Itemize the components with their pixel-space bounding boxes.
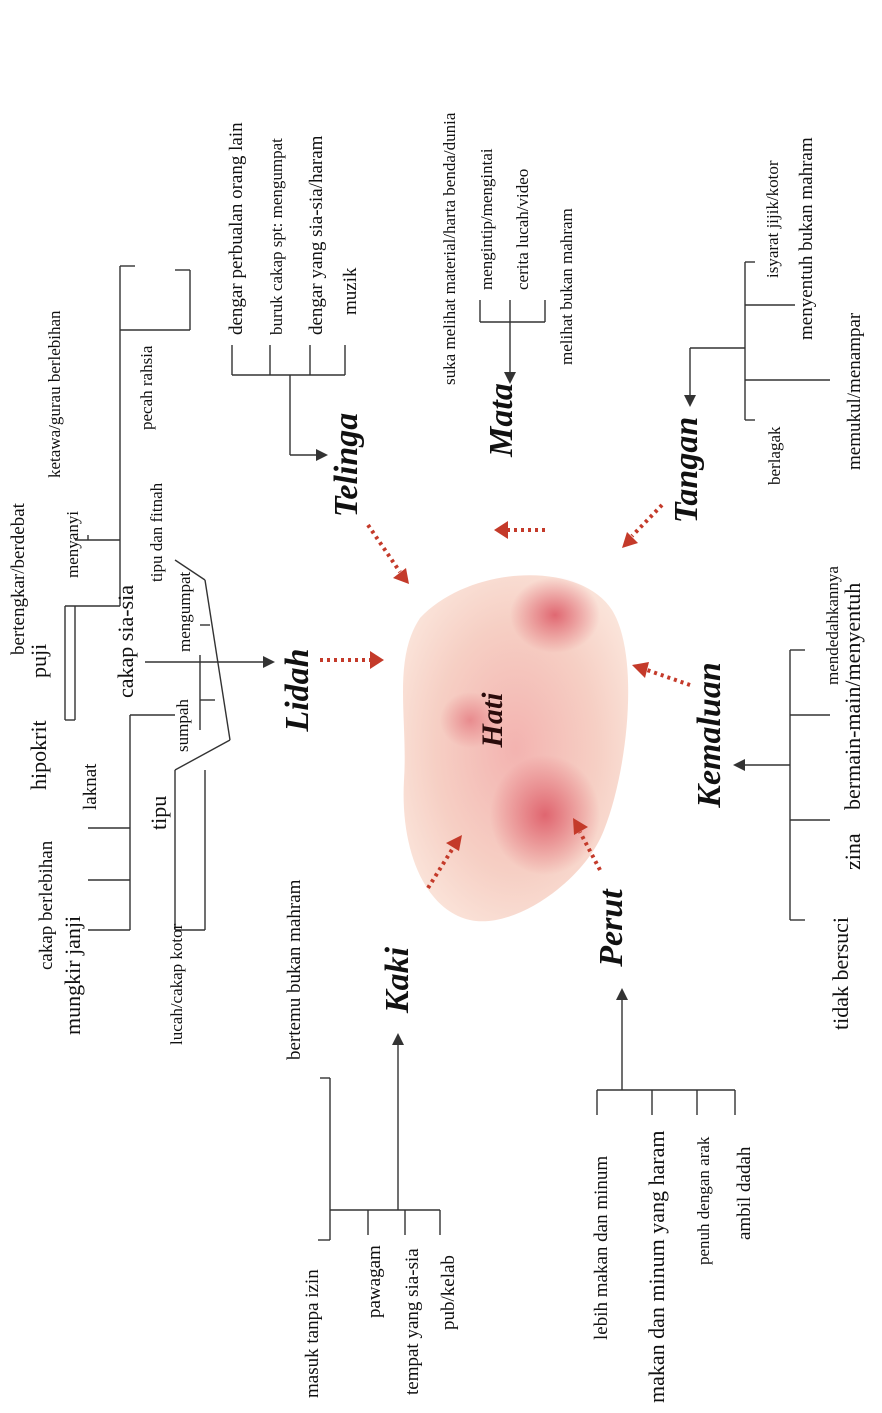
lidah-item-cakap-berlebihan: cakap berlebihan — [36, 840, 57, 970]
arrow-kemaluan — [632, 662, 691, 687]
perut-item-arak: penuh dengan arak — [694, 1136, 713, 1265]
kaki-item-tempat: tempat yang sia-sia — [402, 1248, 423, 1395]
perut-item-dadah: ambil dadah — [734, 1146, 755, 1240]
mata-item-mengintip: mengintip/mengintai — [477, 148, 496, 290]
telinga-item-dengar-sia-sia: dengar yang sia-sia/haram — [306, 135, 327, 335]
lidah-item-mungkir-janji: mungkir janji — [60, 916, 85, 1035]
lidah-item-laknat: laknat — [80, 763, 101, 810]
perut-item-lebih-makan: lebih makan dan minum — [591, 1156, 612, 1340]
tangan-item-berlagak: berlagak — [765, 426, 784, 485]
arrow-tangan — [622, 503, 664, 548]
arrow-lidah — [320, 651, 384, 669]
lidah-item-lucah: lucah/cakap kotor — [167, 923, 186, 1045]
arrow-kaki — [426, 835, 462, 890]
lidah-item-tipu-dan-fitnah: tipu dan fitnah — [147, 482, 166, 582]
mata-item-bukan-mahram: melihat bukan mahram — [557, 208, 576, 365]
organ-lidah: Lidah — [279, 648, 316, 732]
tangan-item-isyarat: isyarat jijik/kotor — [763, 160, 782, 278]
heart-center: Hati — [403, 575, 629, 922]
arrow-perut — [573, 818, 602, 871]
organ-mata: Mata — [483, 383, 520, 458]
lidah-branch: hipokrit puji bertengkar/berdebat menyan… — [8, 265, 275, 1045]
organ-perut: Perut — [593, 888, 630, 968]
kemaluan-item-mendedahkannya: mendedahkannya — [823, 566, 842, 685]
mata-item-suka-melihat: suka melihat material/harta benda/dunia — [440, 112, 459, 385]
kemaluan-branch: mendedahkannya bermain-main/menyentuh zi… — [733, 566, 865, 1030]
arrows-to-heart — [320, 503, 691, 890]
heart-blot-bottom — [490, 755, 600, 875]
lidah-item-hipokrit: hipokrit — [26, 720, 51, 790]
heart-blot-mid — [440, 692, 500, 748]
telinga-item-buruk-cakap: buruk cakap spt: mengumpat — [267, 138, 286, 335]
lidah-item-ketawa: ketawa/gurau berlebihan — [45, 310, 64, 478]
lidah-item-sumpah: sumpah — [173, 699, 192, 752]
mata-branch: suka melihat material/harta benda/dunia … — [440, 112, 576, 385]
arrow-telinga — [366, 523, 409, 584]
telinga-item-muzik: muzik — [340, 267, 361, 315]
organ-kemaluan: Kemaluan — [691, 662, 728, 808]
arrow-mata — [494, 521, 545, 539]
kaki-item-bertemu: bertemu bukan mahram — [284, 879, 305, 1060]
perut-item-makan-haram: makan dan minum yang haram — [644, 1131, 669, 1403]
mata-item-cerita-lucah: cerita lucah/video — [513, 169, 532, 290]
hati-label: Hati — [476, 692, 509, 749]
lidah-item-tipu: tipu — [146, 796, 171, 830]
kemaluan-item-bermain: bermain-main/menyentuh — [840, 583, 865, 810]
tangan-item-memukul: memukul/menampar — [844, 312, 865, 470]
tangan-branch: isyarat jijik/kotor menyentuh bukan mahr… — [684, 137, 865, 485]
heart-blot-top — [510, 577, 600, 653]
lidah-item-menyanyi: menyanyi — [63, 511, 82, 578]
perut-branch: lebih makan dan minum makan dan minum ya… — [591, 988, 755, 1403]
organ-tangan: Tangan — [668, 417, 705, 523]
organ-telinga: Telinga — [328, 413, 365, 518]
kaki-item-pawagam: pawagam — [364, 1245, 385, 1318]
tangan-item-menyentuh: menyentuh bukan mahram — [796, 137, 817, 340]
lidah-item-pecah-rahsia: pecah rahsia — [137, 345, 156, 430]
telinga-item-dengar-perbualan: dengar perbualan orang lain — [226, 122, 247, 335]
kaki-item-pub: pub/kelab — [438, 1255, 459, 1330]
telinga-branch: dengar perbualan orang lain buruk cakap … — [226, 122, 361, 461]
lidah-item-cakap-sia-sia: cakap sia-sia — [113, 585, 138, 698]
organ-kaki: Kaki — [379, 946, 416, 1014]
lidah-item-bertengkar: bertengkar/berdebat — [8, 502, 29, 655]
kemaluan-item-tidak-bersuci: tidak bersuci — [828, 917, 853, 1030]
lidah-item-mengumpat: mengumpat — [175, 571, 194, 652]
kaki-branch: bertemu bukan mahram masuk tanpa izin pa… — [284, 879, 459, 1398]
kaki-item-masuk: masuk tanpa izin — [302, 1269, 323, 1398]
lidah-item-puji: puji — [26, 644, 51, 678]
kemaluan-item-zina: zina — [840, 833, 865, 870]
